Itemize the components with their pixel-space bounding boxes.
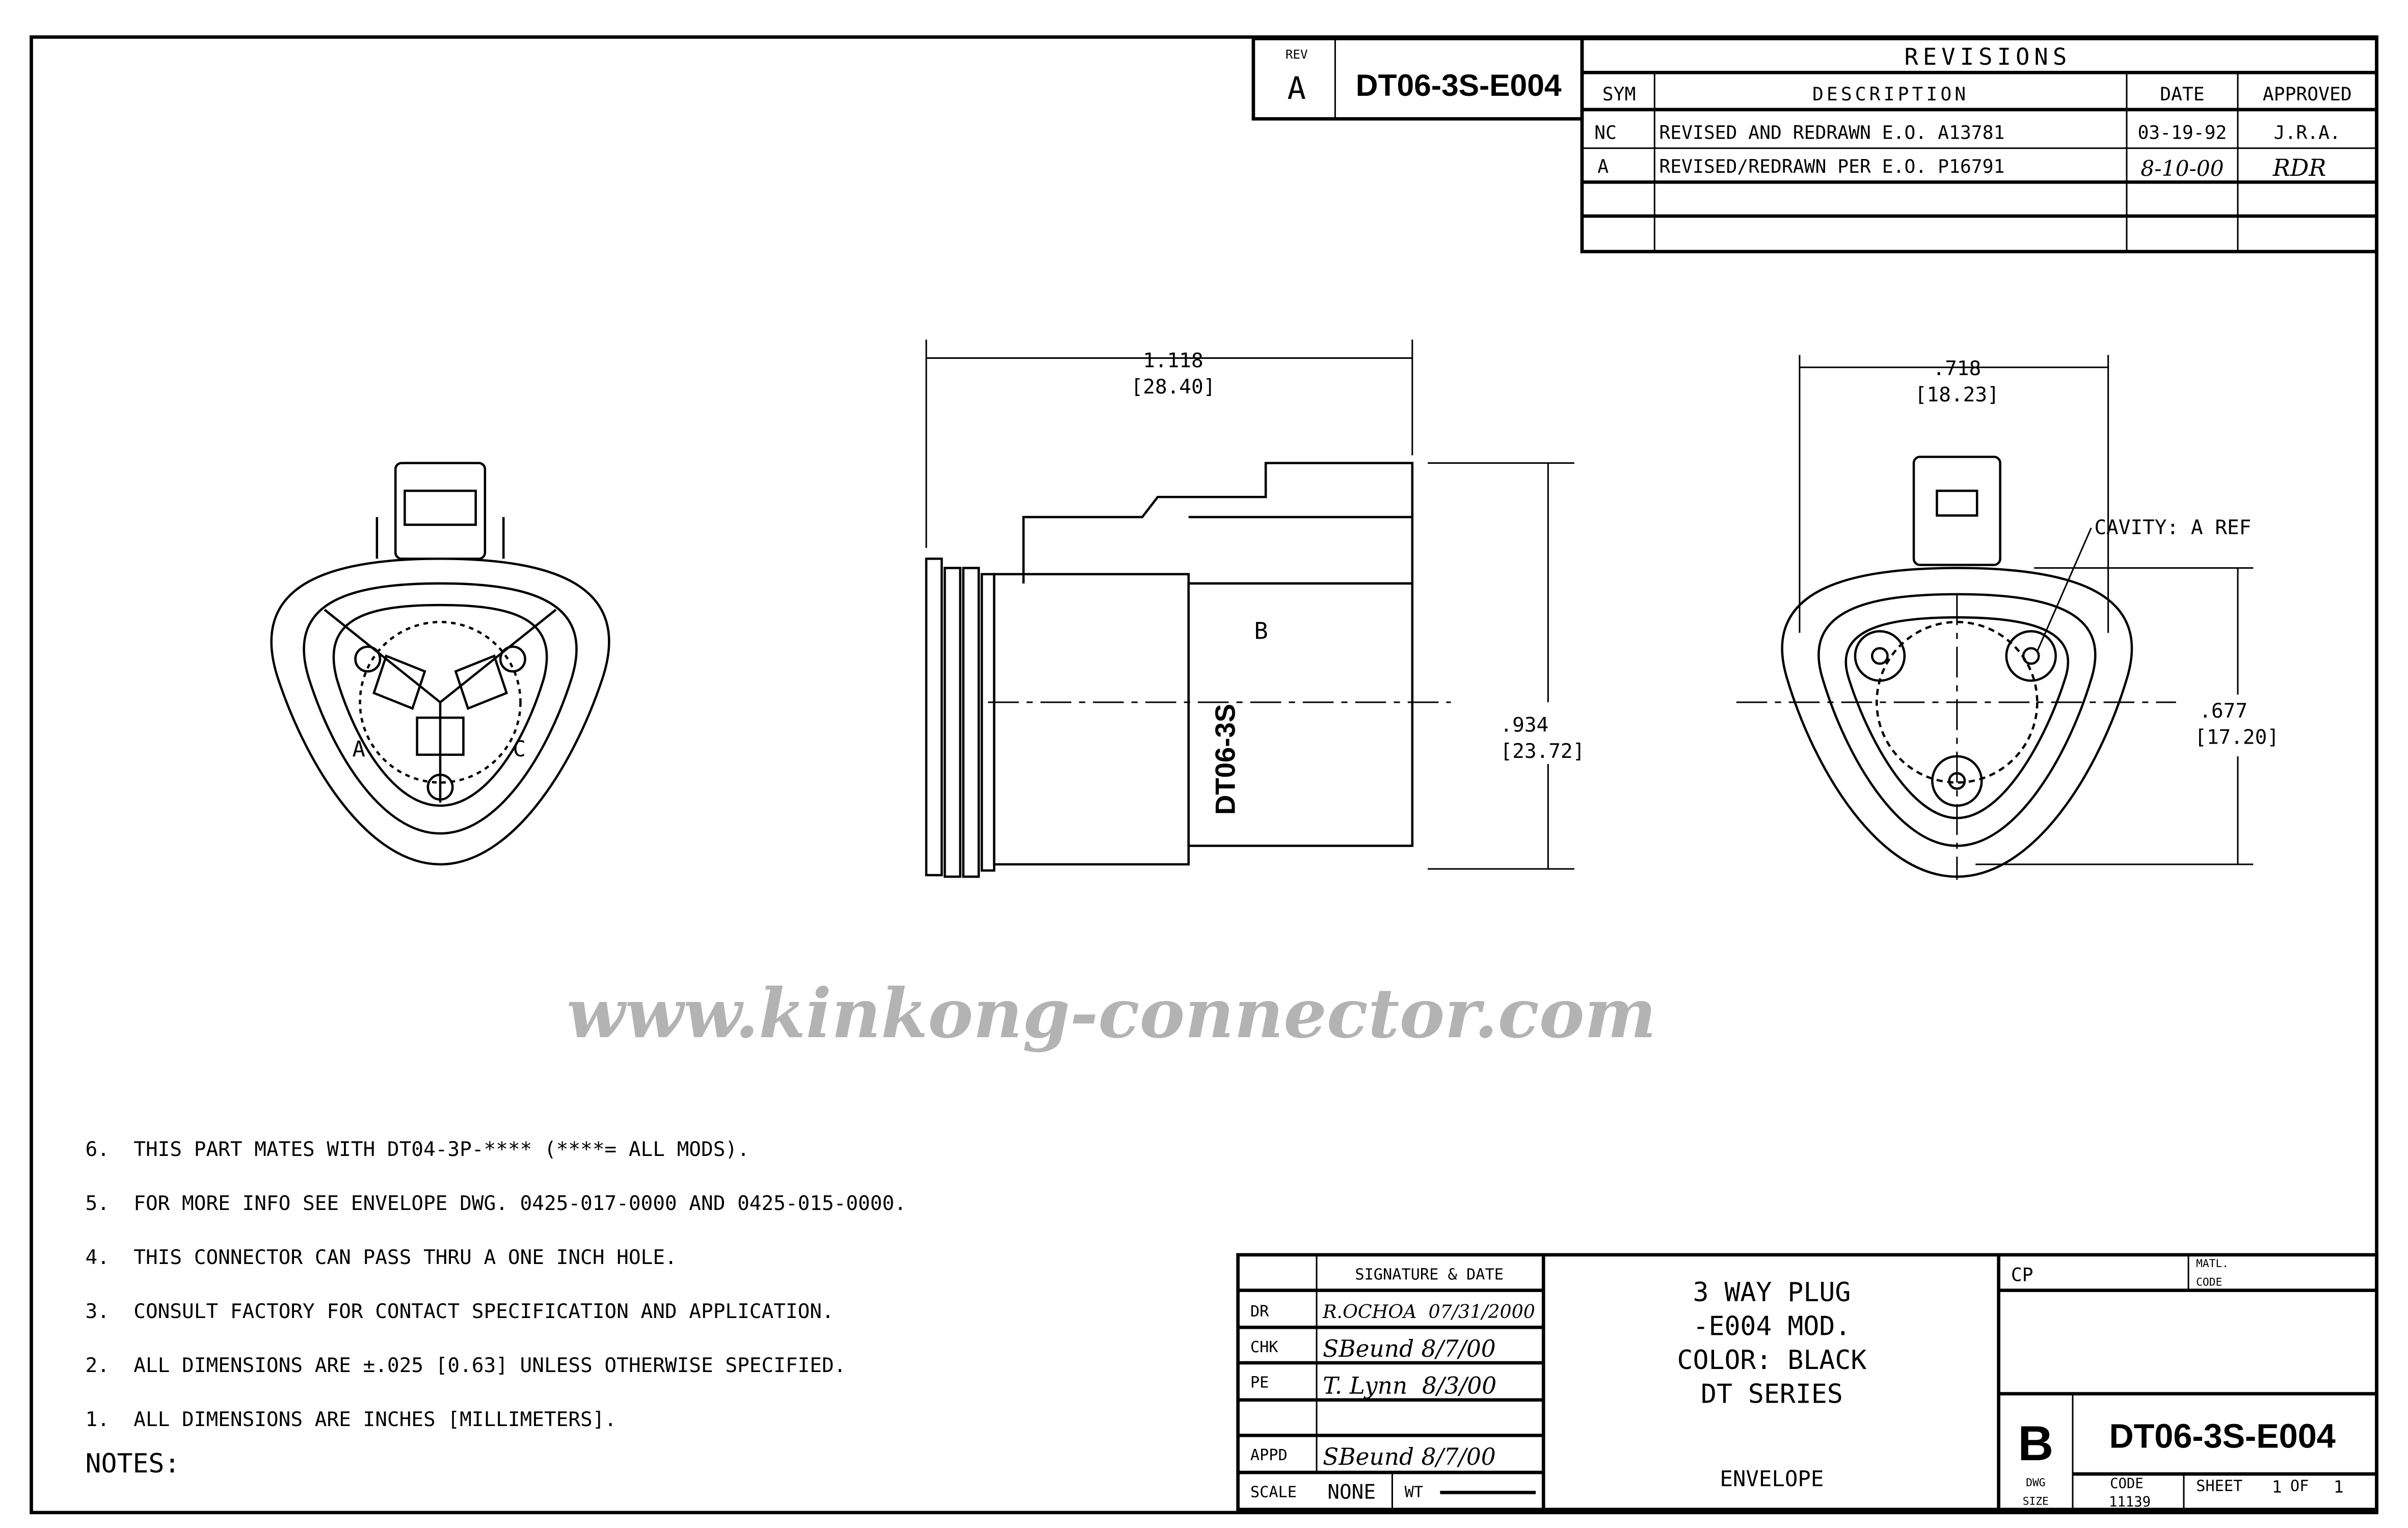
note-item: 1. ALL DIMENSIONS ARE INCHES [MILLIMETER… — [85, 1408, 617, 1431]
pe-label: PE — [1250, 1374, 1269, 1391]
scale-value: NONE — [1327, 1480, 1376, 1504]
rev-part-number: DT06-3S-E004 — [1356, 68, 1562, 102]
drawing-number: DT06-3S-E004 — [2109, 1418, 2336, 1456]
dim-rear-height: .677 — [2199, 699, 2248, 723]
dim-side-height: .934 — [1500, 713, 1548, 736]
envelope-label: ENVELOPE — [1720, 1466, 1824, 1491]
revision-date: 8-10-00 — [2141, 156, 2224, 181]
body-marking: DT06-3S — [1210, 704, 1241, 815]
dwg-size-value: B — [2018, 1415, 2053, 1471]
revision-sym: A — [1597, 155, 1609, 177]
revisions-table: REVISIONS SYM DESCRIPTION DATE APPROVED … — [1580, 37, 2378, 253]
matl-code-label: MATL. — [2196, 1257, 2229, 1270]
signature-header: SIGNATURE & DATE — [1355, 1266, 1504, 1283]
description-line: COLOR: BLACK — [1677, 1345, 1866, 1376]
revisions-header-sym: SYM — [1602, 83, 1636, 105]
dwg-size-label: DWG — [2026, 1476, 2045, 1489]
body-letter: B — [1254, 618, 1268, 645]
revision-date: 03-19-92 — [2137, 122, 2227, 144]
revisions-header-description: DESCRIPTION — [1812, 83, 1969, 105]
dim-side-height-mm: [23.72] — [1500, 740, 1585, 763]
revision-sym: NC — [1594, 122, 1617, 144]
description-line: -E004 MOD. — [1693, 1311, 1851, 1341]
chk-signature: SBeund 8/7/00 — [1323, 1335, 1495, 1362]
sheet-value: 1 — [2272, 1477, 2282, 1496]
front-label-a: A — [352, 736, 365, 761]
revisions-header-date: DATE — [2160, 83, 2205, 105]
cp-label: CP — [2011, 1263, 2034, 1285]
note-item: 5. FOR MORE INFO SEE ENVELOPE DWG. 0425-… — [85, 1192, 906, 1215]
of-label: OF — [2290, 1477, 2309, 1495]
sheet-label: SHEET — [2196, 1477, 2242, 1495]
matl-code-label: CODE — [2196, 1276, 2222, 1288]
dr-label: DR — [1250, 1303, 1269, 1321]
revisions-header-approved: APPROVED — [2263, 83, 2352, 105]
watermark: www.kinkong-connector.com — [567, 974, 1656, 1053]
note-item: 3. CONSULT FACTORY FOR CONTACT SPECIFICA… — [85, 1300, 834, 1323]
code-value: 11139 — [2109, 1494, 2151, 1510]
of-value: 1 — [2334, 1477, 2344, 1496]
front-label-c: C — [513, 736, 526, 761]
note-item: 4. THIS CONNECTOR CAN PASS THRU A ONE IN… — [85, 1246, 677, 1269]
note-item: 6. THIS PART MATES WITH DT04-3P-**** (**… — [85, 1138, 749, 1161]
rev-box: REV A DT06-3S-E004 — [1251, 37, 1584, 121]
revision-approved: J.R.A. — [2274, 122, 2341, 144]
notes: 6. THIS PART MATES WITH DT04-3P-**** (**… — [85, 1138, 906, 1479]
table-row: NC REVISED AND REDRAWN E.O. A13781 03-19… — [1594, 122, 2341, 144]
dwg-size-label: SIZE — [2023, 1495, 2049, 1508]
dim-rear-width: .718 — [1933, 357, 1981, 380]
table-row: A REVISED/REDRAWN PER E.O. P16791 8-10-0… — [1597, 154, 2326, 181]
dim-side-length-mm: [28.40] — [1131, 375, 1215, 399]
rev-label: REV — [1286, 47, 1308, 62]
dim-rear-width-mm: [18.23] — [1915, 383, 1999, 406]
revision-description: REVISED AND REDRAWN E.O. A13781 — [1659, 122, 2004, 144]
drawing-border — [30, 35, 2378, 1515]
scale-label: SCALE — [1250, 1483, 1297, 1501]
rev-value: A — [1287, 71, 1305, 107]
chk-label: CHK — [1250, 1338, 1278, 1356]
pe-signature: T. Lynn 8/3/00 — [1323, 1373, 1496, 1400]
front-view — [270, 462, 610, 866]
wt-label: WT — [1405, 1483, 1423, 1501]
code-label: CODE — [2110, 1476, 2144, 1491]
dim-side-length: 1.118 — [1143, 349, 1203, 373]
cavity-label: CAVITY: A REF — [2094, 516, 2251, 539]
description-line: 3 WAY PLUG — [1693, 1277, 1851, 1308]
revision-approved: RDR — [2272, 154, 2326, 181]
rear-view — [1736, 355, 2254, 880]
description-line: DT SERIES — [1701, 1379, 1843, 1410]
notes-title: NOTES: — [85, 1448, 180, 1479]
note-item: 2. ALL DIMENSIONS ARE ±.025 [0.63] UNLES… — [85, 1354, 846, 1377]
dim-rear-height-mm: [17.20] — [2195, 726, 2279, 749]
side-view — [925, 339, 1574, 878]
revisions-title: REVISIONS — [1904, 43, 2071, 70]
appd-signature: SBeund 8/7/00 — [1323, 1443, 1495, 1470]
dr-signature: R.OCHOA 07/31/2000 — [1322, 1301, 1535, 1323]
revision-description: REVISED/REDRAWN PER E.O. P16791 — [1659, 155, 2004, 177]
title-block: SIGNATURE & DATE DR R.OCHOA 07/31/2000 C… — [1236, 1253, 2378, 1511]
appd-label: APPD — [1250, 1446, 1288, 1464]
